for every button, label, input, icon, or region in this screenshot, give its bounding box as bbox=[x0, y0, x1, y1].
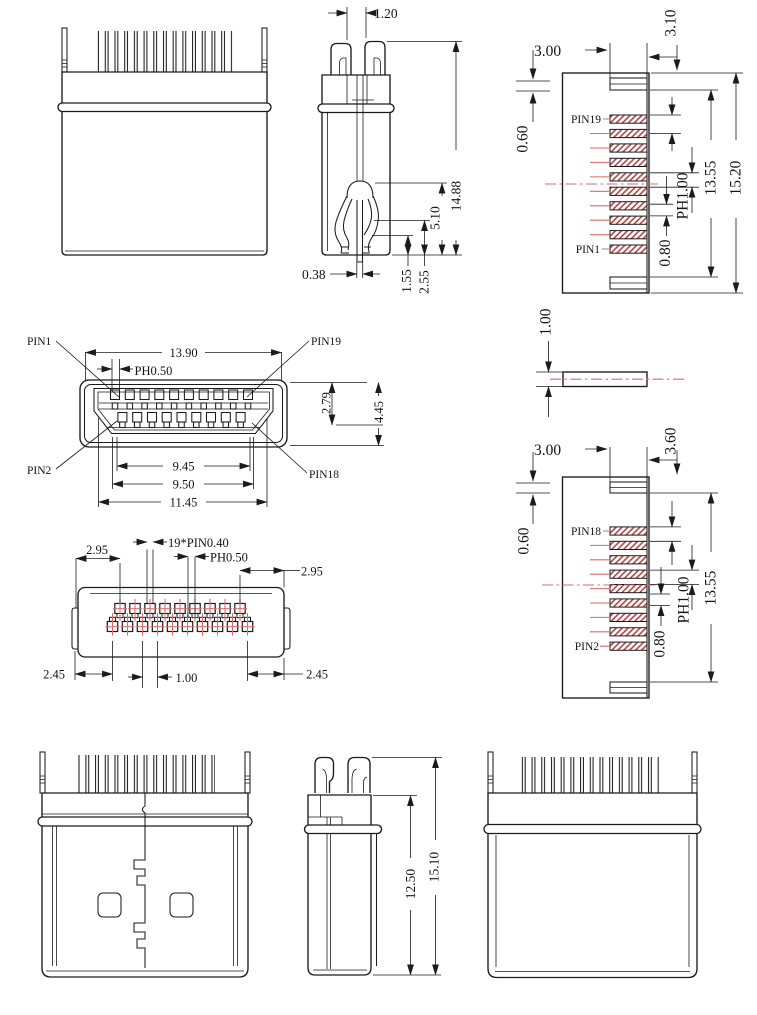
dim-pitch: PH1.00 bbox=[676, 576, 693, 623]
pin1-label: PIN1 bbox=[27, 336, 52, 348]
pin1-label: PIN1 bbox=[576, 244, 601, 256]
dim-w2: 9.50 bbox=[173, 478, 195, 492]
pin2-label: PIN2 bbox=[27, 465, 52, 477]
seam-zigzag bbox=[133, 793, 146, 968]
dim-contact-pitch: PH0.50 bbox=[135, 364, 173, 378]
dim-height: 4.45 bbox=[372, 401, 386, 423]
pin18-label: PIN18 bbox=[571, 526, 601, 538]
shell-collar bbox=[317, 103, 395, 114]
plug-cavity bbox=[93, 387, 274, 435]
side-post bbox=[61, 27, 68, 73]
footprint-body bbox=[561, 72, 650, 294]
side-post bbox=[691, 751, 698, 794]
pin19-label: PIN19 bbox=[571, 114, 601, 126]
side-post bbox=[39, 751, 46, 794]
side-post bbox=[244, 751, 251, 794]
dim-tab: 0.60 bbox=[516, 527, 533, 554]
dim-pin-count: 19*PIN0.40 bbox=[168, 536, 229, 550]
pin19-label: PIN19 bbox=[311, 336, 341, 348]
shell-body bbox=[487, 792, 698, 979]
pin2-label: PIN2 bbox=[575, 641, 600, 653]
side-post bbox=[487, 751, 494, 794]
solder-pads-even bbox=[609, 526, 648, 651]
dim-width: 13.90 bbox=[169, 346, 197, 360]
contact-fins bbox=[77, 755, 215, 793]
view-footprint-even: PIN18 PIN2 3.00 0.60 3.60 0.80 PH1.00 13… bbox=[516, 427, 720, 699]
dim-tip: 0.38 bbox=[302, 267, 326, 282]
rear-body bbox=[77, 586, 285, 658]
dim-w1: 9.45 bbox=[173, 460, 195, 474]
dim-pitch: PH1.00 bbox=[675, 172, 692, 219]
dim-depth: 2.79 bbox=[320, 392, 334, 414]
shell-body-side bbox=[321, 74, 391, 256]
dim-edge: 3.10 bbox=[663, 9, 680, 36]
pin18-label: PIN18 bbox=[309, 469, 339, 481]
side-post bbox=[261, 27, 268, 73]
dim-offset: 3.00 bbox=[534, 442, 561, 459]
view-rear-pins: 19*PIN0.40 PH0.50 2.95 2.95 2.45 1.00 2.… bbox=[43, 536, 328, 688]
dim-total: 15.20 bbox=[728, 160, 745, 195]
dim-contact-pitch: PH0.50 bbox=[210, 551, 248, 565]
solder-prong bbox=[347, 756, 371, 793]
dim-pitch: 1.00 bbox=[176, 671, 198, 685]
dim-bottom-right: 2.45 bbox=[306, 668, 328, 682]
dim-inner: 12.50 bbox=[403, 869, 418, 900]
shell-body bbox=[61, 71, 268, 256]
shell-collar bbox=[57, 102, 272, 113]
dim-total-height: 14.88 bbox=[449, 181, 464, 212]
dimple bbox=[169, 892, 194, 918]
view-front-shell-bottom bbox=[483, 751, 702, 979]
dim-span: 13.55 bbox=[703, 570, 720, 605]
view-rear-shell bbox=[37, 751, 253, 978]
contact-fins bbox=[520, 757, 660, 793]
contact-fins bbox=[97, 31, 233, 72]
shell-collar bbox=[303, 824, 383, 835]
view-side-top: 1.20 14.88 5.10 2.55 1.55 0.38 bbox=[302, 6, 464, 294]
end-bracket bbox=[284, 607, 291, 650]
spring-contact bbox=[334, 180, 379, 263]
dim-a: 2.55 bbox=[417, 270, 432, 294]
plug-shell bbox=[79, 379, 288, 448]
solder-prong bbox=[330, 42, 352, 75]
dim-left: 2.95 bbox=[86, 543, 108, 557]
contacts-bottom-row bbox=[117, 411, 246, 429]
view-contact-bar: 1.00 bbox=[536, 308, 686, 417]
end-bracket bbox=[71, 607, 78, 650]
shell-collar bbox=[483, 823, 702, 835]
dim-total: 15.10 bbox=[427, 852, 442, 883]
view-footprint-odd: PIN19 PIN1 3.00 0.60 3.10 0.80 PH1.00 13… bbox=[515, 9, 745, 294]
solder-prong bbox=[364, 40, 386, 75]
dim-gap: 0.80 bbox=[652, 630, 669, 657]
view-mating-face: PIN1 PIN19 PIN2 PIN18 13.90 PH0.50 2.79 … bbox=[27, 336, 386, 510]
dim-gap: 0.80 bbox=[657, 239, 674, 266]
dim-b: 1.55 bbox=[399, 269, 414, 293]
view-front-shell-top bbox=[57, 27, 272, 256]
dim-edge: 3.60 bbox=[663, 427, 680, 454]
dim-span: 13.55 bbox=[703, 160, 720, 195]
dim-bottom-left: 2.45 bbox=[43, 668, 65, 682]
dim-right: 2.95 bbox=[301, 565, 323, 579]
dimple bbox=[97, 892, 122, 918]
dim-tab: 0.60 bbox=[515, 125, 532, 152]
contacts-top-row bbox=[109, 389, 254, 410]
shell-body-side bbox=[307, 794, 372, 976]
pins-top-row bbox=[112, 598, 248, 623]
dim-spring: 5.10 bbox=[428, 206, 443, 230]
dim-thickness: 1.00 bbox=[538, 308, 555, 335]
dim-gap: 1.20 bbox=[374, 6, 398, 21]
dim-offset: 3.00 bbox=[534, 43, 561, 60]
solder-prong bbox=[314, 756, 335, 793]
footprint-body bbox=[561, 476, 650, 699]
dim-w3: 11.45 bbox=[170, 496, 198, 510]
view-side-bottom: 12.50 15.10 bbox=[303, 756, 442, 976]
shell-body bbox=[41, 792, 249, 978]
